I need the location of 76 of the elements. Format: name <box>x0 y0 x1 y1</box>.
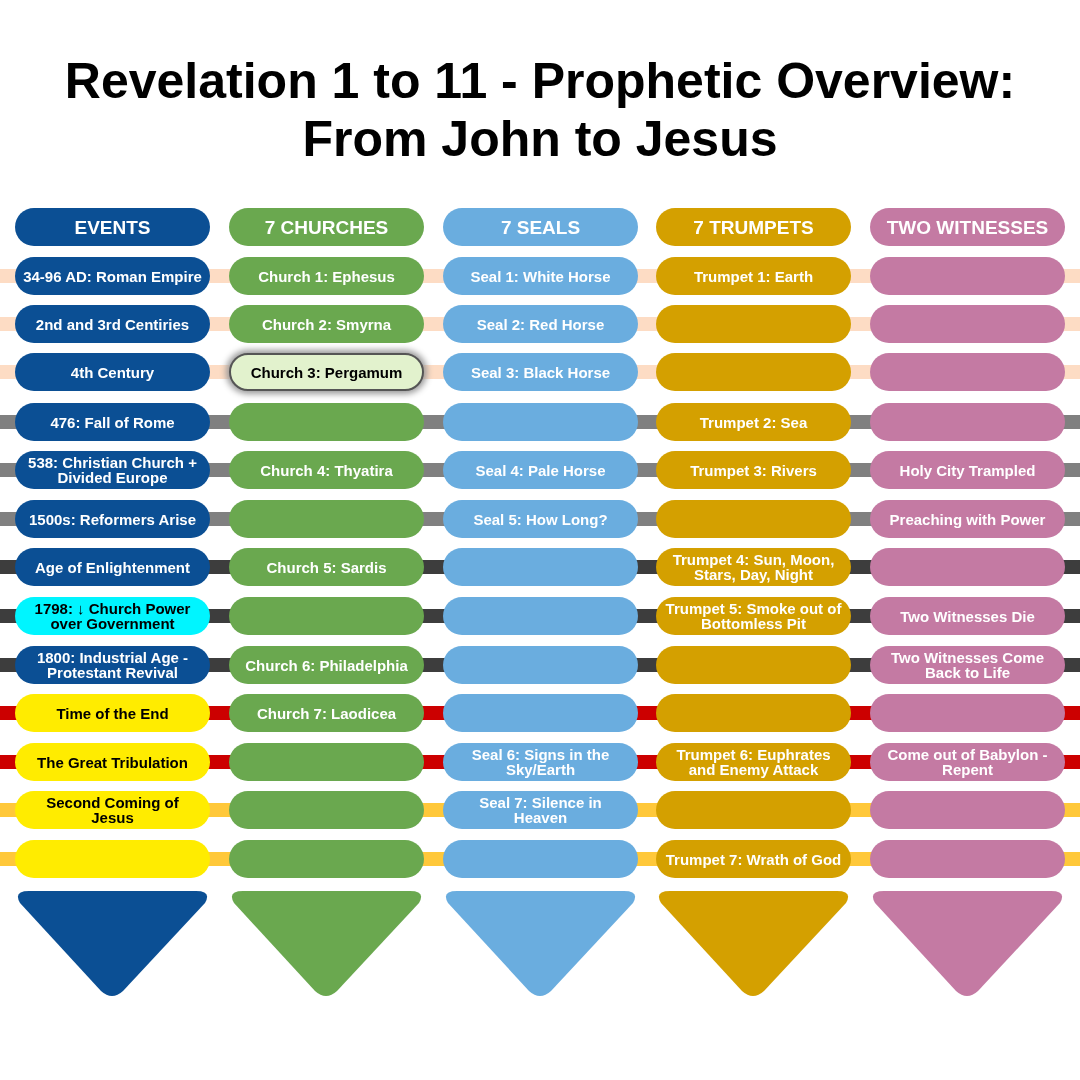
witness-pill: Two Witnesses Come Back to Life <box>870 646 1065 684</box>
witness-pill: Two Witnesses Die <box>870 597 1065 635</box>
empty-pill <box>443 694 638 732</box>
trumpet-pill: Trumpet 7: Wrath of God <box>656 840 851 878</box>
empty-pill <box>656 646 851 684</box>
empty-pill <box>656 791 851 829</box>
column-header: TWO WITNESSES <box>870 208 1065 246</box>
seal-pill: Seal 2: Red Horse <box>443 305 638 343</box>
event-pill: Age of Enlightenment <box>15 548 210 586</box>
event-pill: 1500s: Reformers Arise <box>15 500 210 538</box>
down-arrow-shape <box>15 891 210 999</box>
church-pill: Church 4: Thyatira <box>229 451 424 489</box>
witness-pill: Come out of Babylon - Repent <box>870 743 1065 781</box>
event-pill: 1800: Industrial Age - Protestant Revival <box>15 646 210 684</box>
event-pill: 2nd and 3rd Centiries <box>15 305 210 343</box>
empty-pill <box>229 500 424 538</box>
empty-pill <box>656 353 851 391</box>
empty-pill <box>870 791 1065 829</box>
church-pill: Church 3: Pergamum <box>229 353 424 391</box>
seal-pill: Seal 6: Signs in the Sky/Earth <box>443 743 638 781</box>
empty-pill <box>656 694 851 732</box>
event-pill: 1798: ↓ Church Power over Government <box>15 597 210 635</box>
column-header: 7 SEALS <box>443 208 638 246</box>
church-pill: Church 5: Sardis <box>229 548 424 586</box>
church-pill: Church 6: Philadelphia <box>229 646 424 684</box>
event-pill: 4th Century <box>15 353 210 391</box>
empty-pill <box>229 743 424 781</box>
empty-pill <box>229 597 424 635</box>
empty-pill <box>443 646 638 684</box>
empty-pill <box>443 597 638 635</box>
empty-pill <box>870 305 1065 343</box>
empty-pill <box>443 840 638 878</box>
empty-pill <box>870 840 1065 878</box>
column-header: 7 TRUMPETS <box>656 208 851 246</box>
column-header: 7 CHURCHES <box>229 208 424 246</box>
down-arrow-shape <box>870 891 1065 999</box>
event-pill: 538: Christian Church + Divided Europe <box>15 451 210 489</box>
down-arrow-shape <box>229 891 424 999</box>
trumpet-pill: Trumpet 5: Smoke out of Bottomless Pit <box>656 597 851 635</box>
down-arrow-shape <box>656 891 851 999</box>
event-pill: 34-96 AD: Roman Empire <box>15 257 210 295</box>
empty-pill <box>870 694 1065 732</box>
seal-pill: Seal 4: Pale Horse <box>443 451 638 489</box>
empty-pill <box>870 353 1065 391</box>
seal-pill: Seal 3: Black Horse <box>443 353 638 391</box>
empty-pill <box>870 257 1065 295</box>
trumpet-pill: Trumpet 6: Euphrates and Enemy Attack <box>656 743 851 781</box>
empty-pill <box>870 403 1065 441</box>
church-pill: Church 2: Smyrna <box>229 305 424 343</box>
trumpet-pill: Trumpet 4: Sun, Moon, Stars, Day, Night <box>656 548 851 586</box>
column-header: EVENTS <box>15 208 210 246</box>
witness-pill: Holy City Trampled <box>870 451 1065 489</box>
church-pill: Church 7: Laodicea <box>229 694 424 732</box>
empty-pill <box>229 403 424 441</box>
down-arrow-shape <box>443 891 638 999</box>
empty-pill <box>15 840 210 878</box>
witness-pill: Preaching with Power <box>870 500 1065 538</box>
event-pill: 476: Fall of Rome <box>15 403 210 441</box>
event-pill: Time of the End <box>15 694 210 732</box>
empty-pill <box>656 305 851 343</box>
event-pill: Second Coming of Jesus <box>15 791 210 829</box>
trumpet-pill: Trumpet 3: Rivers <box>656 451 851 489</box>
church-pill: Church 1: Ephesus <box>229 257 424 295</box>
seal-pill: Seal 5: How Long? <box>443 500 638 538</box>
seal-pill: Seal 7: Silence in Heaven <box>443 791 638 829</box>
event-pill: The Great Tribulation <box>15 743 210 781</box>
empty-pill <box>229 791 424 829</box>
trumpet-pill: Trumpet 1: Earth <box>656 257 851 295</box>
trumpet-pill: Trumpet 2: Sea <box>656 403 851 441</box>
empty-pill <box>656 500 851 538</box>
empty-pill <box>229 840 424 878</box>
empty-pill <box>443 403 638 441</box>
empty-pill <box>443 548 638 586</box>
seal-pill: Seal 1: White Horse <box>443 257 638 295</box>
empty-pill <box>870 548 1065 586</box>
title: Revelation 1 to 11 - Prophetic Overview: From John to Jesus <box>63 52 1017 168</box>
